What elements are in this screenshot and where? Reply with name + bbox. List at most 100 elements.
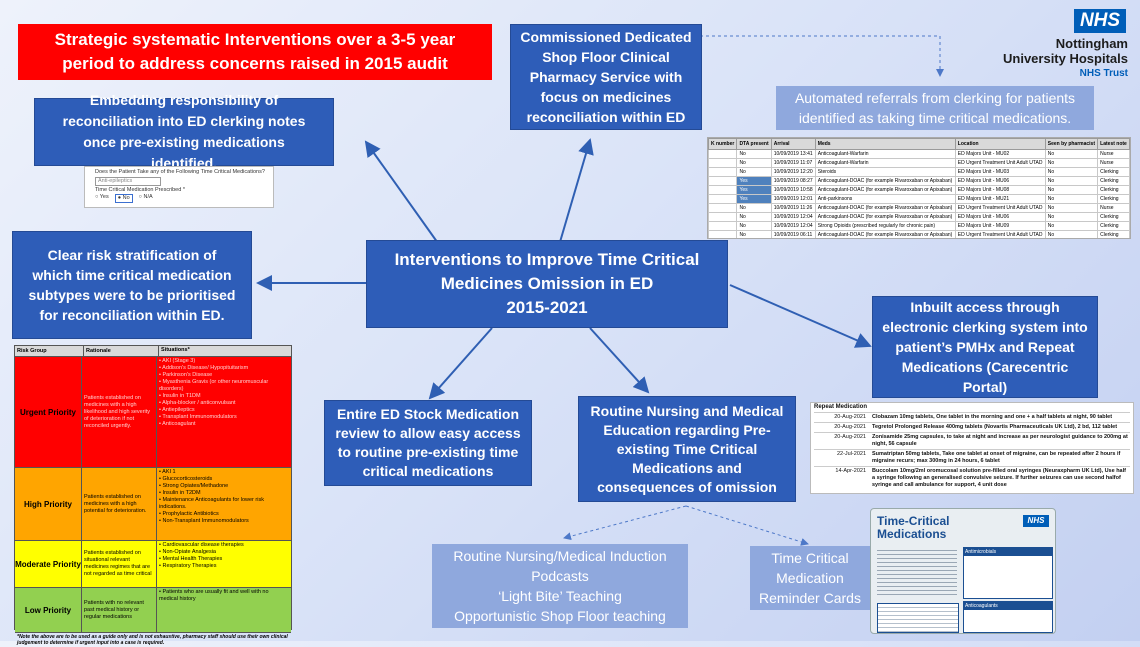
referrals-table-cell: Clerking [1097, 221, 1130, 231]
education-box: Routine Nursing and Medical Education re… [578, 396, 796, 502]
referrals-table-cell: Anticoagulant-DOAC (for example Rivaroxa… [814, 185, 956, 195]
risk-situation-item: Anticoagulant [159, 421, 289, 428]
referrals-header-cell: Location [954, 138, 1046, 150]
audit-header-text: Strategic systematic Interventions over … [54, 30, 456, 73]
inbuilt-access-box: Inbuilt access through electronic clerki… [872, 296, 1098, 398]
referrals-table-cell: 10/09/2019 06:11 [770, 230, 816, 238]
arrow-to-inbuilt [729, 284, 872, 348]
referrals-table-cell: No [736, 167, 772, 177]
clerking-prescribed-label: Time Critical Medication Prescribed * [95, 187, 185, 193]
referrals-table-cell: 10/09/2019 08:27 [770, 176, 816, 186]
arrow-to-embedding [364, 140, 441, 247]
reminder-cards-box: Time Critical Medication Reminder Cards [750, 546, 870, 610]
referrals-header-cell: K number [708, 138, 738, 150]
repeat-medication-date: 14-Apr-2021 [835, 468, 866, 474]
arrow-to-stock [428, 327, 493, 400]
referrals-table-cell: No [1044, 230, 1099, 238]
referrals-table-cell: Clerking [1097, 185, 1130, 195]
induction-teaching-box: Routine Nursing/Medical Induction Podcas… [432, 544, 688, 628]
referrals-table-cell: ED Urgent Treatment Unit Adult UTAD [954, 230, 1046, 238]
risk-table-header: Risk Group Rationale Situations* [15, 346, 291, 357]
referrals-table-cell: ED Urgent Treatment Unit Adult UTAD [954, 203, 1046, 213]
stock-review-text: Entire ED Stock Medication review to all… [335, 406, 521, 479]
referrals-table-cell: No [1044, 221, 1099, 231]
risk-situation-item: Strong Opiates/Methadone [159, 483, 289, 490]
referrals-table-cell: ED Majors Unit - MU03 [954, 167, 1046, 177]
referrals-table-cell: Clerking [1097, 167, 1130, 177]
embedding-box: Embedding responsibility of reconciliati… [34, 92, 334, 171]
referrals-table-cell: 10/09/2019 10:58 [770, 185, 816, 195]
repeat-medication-date: 20-Aug-2021 [834, 424, 866, 430]
reminder-card-bottom-table [877, 603, 959, 633]
referrals-table-cell: No [1044, 176, 1099, 186]
reminder-card-body-lines [877, 547, 957, 597]
referrals-table-cell: 10/09/2019 11:26 [770, 203, 816, 213]
risk-situations: AKI (Stage 3)Addison's Disease/ Hypopitu… [157, 357, 291, 467]
referrals-table-cell: 10/09/2019 12:20 [770, 167, 816, 177]
reminder-card-col1-head: Antimicrobials [964, 548, 1052, 556]
clerking-select: Anti-epileptics [95, 177, 161, 186]
referrals-table-cell: Clerking [1097, 212, 1130, 222]
nhs-trust: NHS Trust [1079, 68, 1128, 79]
repeat-medication-date: 22-Jul-2021 [836, 451, 866, 457]
automated-referrals-box: Automated referrals from clerking for pa… [776, 86, 1094, 130]
risk-situation-item: Transplant Immunomodulators [159, 414, 289, 421]
risk-situation-item: AKI (Stage 3) [159, 358, 289, 365]
risk-situation-item: Non-Opiate Analgesia [159, 549, 289, 556]
referrals-table-cell: No [1044, 149, 1099, 159]
risk-situation-item: Alpha-blocker / anticonvulsant [159, 400, 289, 407]
reminder-card-col2-head: Anticoagulants [964, 602, 1052, 610]
referrals-table-cell: Nurse [1097, 203, 1130, 213]
referrals-table-cell: No [1044, 167, 1099, 177]
referrals-table-cell: No [736, 149, 772, 159]
risk-group-label: Low Priority [15, 588, 82, 632]
referrals-table-cell: 10/09/2019 13:41 [770, 149, 816, 159]
risk-situation-item: AKI 1 [159, 469, 289, 476]
referrals-table-cell: No [736, 203, 772, 213]
risk-situation-item: Parkinson's Disease [159, 372, 289, 379]
clerking-radio-no: ● No [114, 194, 133, 203]
risk-situation-item: Mental Health Therapies [159, 556, 289, 563]
referrals-table-cell: Anticoagulant-DOAC (for example Rivaroxa… [814, 203, 956, 213]
referrals-table-cell [708, 158, 738, 168]
referrals-table-cell [708, 212, 738, 222]
risk-rationale: Patients established on medicines with a… [82, 357, 157, 467]
reminder-card-image: Time-Critical Medications NHS Antimicrob… [870, 508, 1056, 634]
referrals-table-cell: No [1044, 158, 1099, 168]
risk-situation-item: Respiratory Therapies [159, 563, 289, 570]
automated-referrals-text: Automated referrals from clerking for pa… [794, 90, 1076, 126]
referrals-table-cell: No [1044, 185, 1099, 195]
nhs-org-line2: University Hospitals [1003, 51, 1128, 66]
repeat-medication-date: 20-Aug-2021 [834, 434, 866, 440]
referrals-table-cell: Anticoagulant-DOAC (for example Rivaroxa… [814, 230, 956, 238]
central-title-box: Interventions to Improve Time Critical M… [366, 240, 728, 328]
dashed-to-induction [563, 505, 687, 541]
risk-header-group: Risk Group [15, 346, 84, 356]
referrals-table-cell: No [736, 230, 772, 238]
reminder-card-nhs-badge: NHS [1023, 515, 1049, 527]
risk-situation-item: Antiepileptics [159, 407, 289, 414]
inbuilt-access-text: Inbuilt access through electronic clerki… [882, 299, 1088, 395]
referrals-table-cell: ED Majors Unit - MU21 [954, 194, 1046, 204]
referrals-header-cell: Meds [814, 138, 956, 150]
clerking-question: Does the Patient Take any of the Followi… [95, 169, 265, 175]
clerking-radio-na: ○ N/A [138, 194, 153, 200]
repeat-medication-date: 20-Aug-2021 [834, 414, 866, 420]
risk-rationale: Patients established on medicines with a… [82, 468, 157, 540]
risk-situation-item: Addison's Disease/ Hypopituitarism [159, 365, 289, 372]
referrals-table-cell [708, 221, 738, 231]
referrals-table-cell [708, 167, 738, 177]
risk-group-label: High Priority [15, 468, 82, 540]
reminder-card-title: Time-Critical Medications [877, 514, 950, 541]
induction-teaching-text: Routine Nursing/Medical Induction Podcas… [453, 548, 667, 624]
